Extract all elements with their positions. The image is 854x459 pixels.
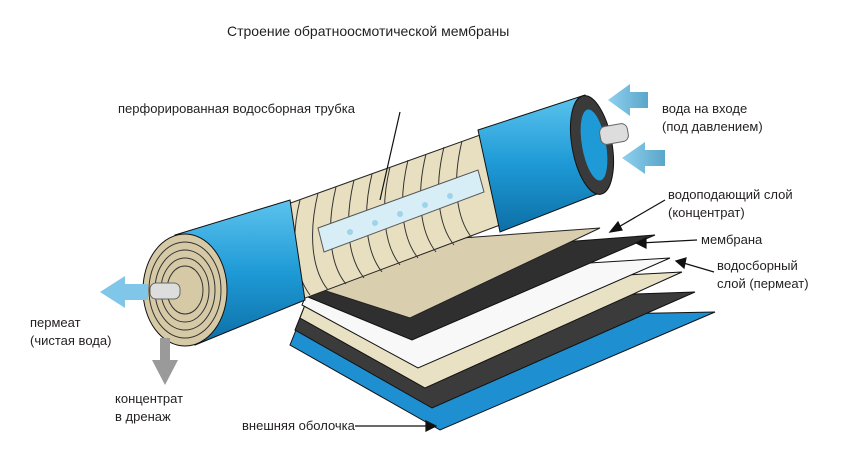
label-permeate-layer-line1: водосборный — [717, 258, 798, 273]
concentrate-arrow — [152, 338, 178, 385]
permeate-arrow — [100, 276, 148, 308]
label-inlet-line1: вода на входе — [662, 101, 748, 116]
label-concentrate-line2: в дренаж — [115, 409, 171, 424]
perforated-tube — [317, 169, 485, 253]
label-feed-layer-line2: (концентрат) — [668, 205, 745, 220]
diagram-title: Строение обратноосмотической мембраны — [227, 23, 510, 39]
label-permeate-layer-line2: слой (пермеат) — [717, 276, 809, 291]
label-permeate-line1: пермеат — [30, 315, 81, 330]
label-concentrate-line1: концентрат — [115, 391, 184, 406]
label-membrane: мембрана — [701, 232, 763, 247]
label-feed-layer-line1: водоподающий слой — [668, 187, 793, 202]
inlet-arrow-bottom — [622, 142, 665, 174]
label-permeate-line2: (чистая вода) — [30, 333, 112, 348]
inlet-arrow-top — [608, 84, 648, 116]
label-inlet-line2: (под давлением) — [662, 119, 763, 134]
permeate-outlet — [149, 282, 181, 300]
label-outer-shell: внешняя оболочка — [242, 418, 355, 433]
inlet-pipe — [599, 123, 629, 145]
label-perforated-tube: перфорированная водосборная трубка — [118, 101, 355, 116]
